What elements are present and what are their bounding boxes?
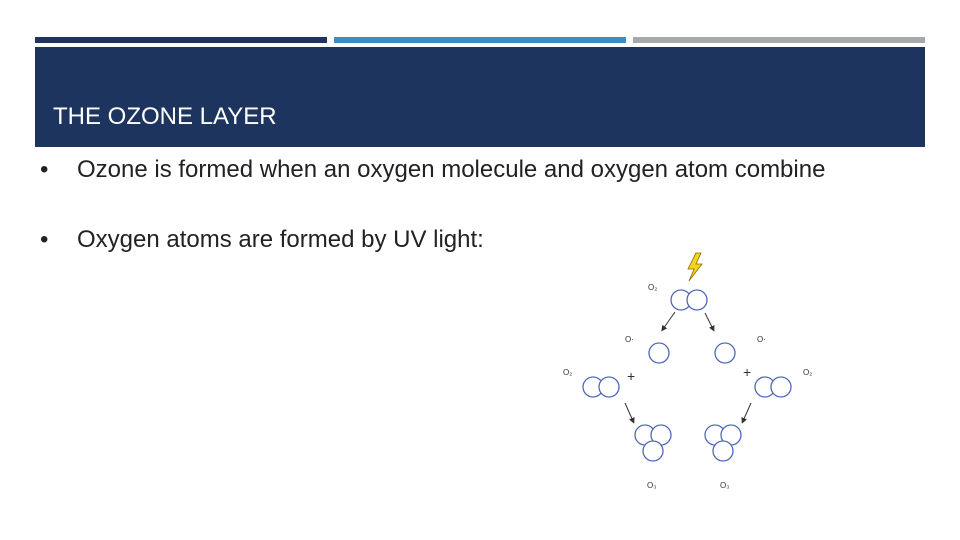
slide-title: THE OZONE LAYER [53, 103, 277, 130]
bullet-list: • Ozone is formed when an oxygen molecul… [40, 154, 860, 294]
bullet-text: Oxygen atoms are formed by UV light: [77, 226, 484, 253]
label-o2-right: O₂ [803, 368, 812, 377]
arrow-split-left [661, 311, 676, 332]
oxygen-molecule-right [754, 376, 792, 398]
label-o2-left: O₂ [563, 368, 572, 377]
label-o2-top: O₂ [648, 283, 657, 292]
label-o-left: O· [625, 335, 634, 344]
accent-bar-blue [334, 37, 626, 43]
label-o-right: O· [757, 335, 766, 344]
ozone-formation-diagram: O₂ O· O· O₂ + + O₂ O₃ O₃ [563, 252, 812, 490]
bullet-text: Ozone is formed when an oxygen molecule … [77, 156, 826, 183]
bullet-marker: • [40, 156, 49, 183]
ozone-molecule-left [634, 424, 672, 462]
bullet-marker: • [40, 226, 49, 253]
oxygen-molecule-left [582, 376, 620, 398]
plus-right: + [743, 364, 751, 380]
title-band: THE OZONE LAYER [35, 47, 925, 147]
arrow-combine-left [624, 402, 635, 424]
arrow-split-right [704, 312, 715, 332]
label-o3-right: O₃ [720, 481, 729, 490]
oxygen-atom-right [714, 342, 736, 364]
accent-bar-dark [35, 37, 327, 43]
accent-bar-gray [633, 37, 925, 43]
label-o3-left: O₃ [647, 481, 656, 490]
oxygen-atom-left [648, 342, 670, 364]
arrow-combine-right [741, 402, 752, 424]
lightning-icon [687, 252, 703, 282]
oxygen-molecule-top [670, 289, 708, 311]
plus-left: + [627, 368, 635, 384]
bullet-item: • Ozone is formed when an oxygen molecul… [40, 154, 860, 186]
ozone-molecule-right [704, 424, 742, 462]
bullet-item: • Oxygen atoms are formed by UV light: [40, 224, 860, 256]
